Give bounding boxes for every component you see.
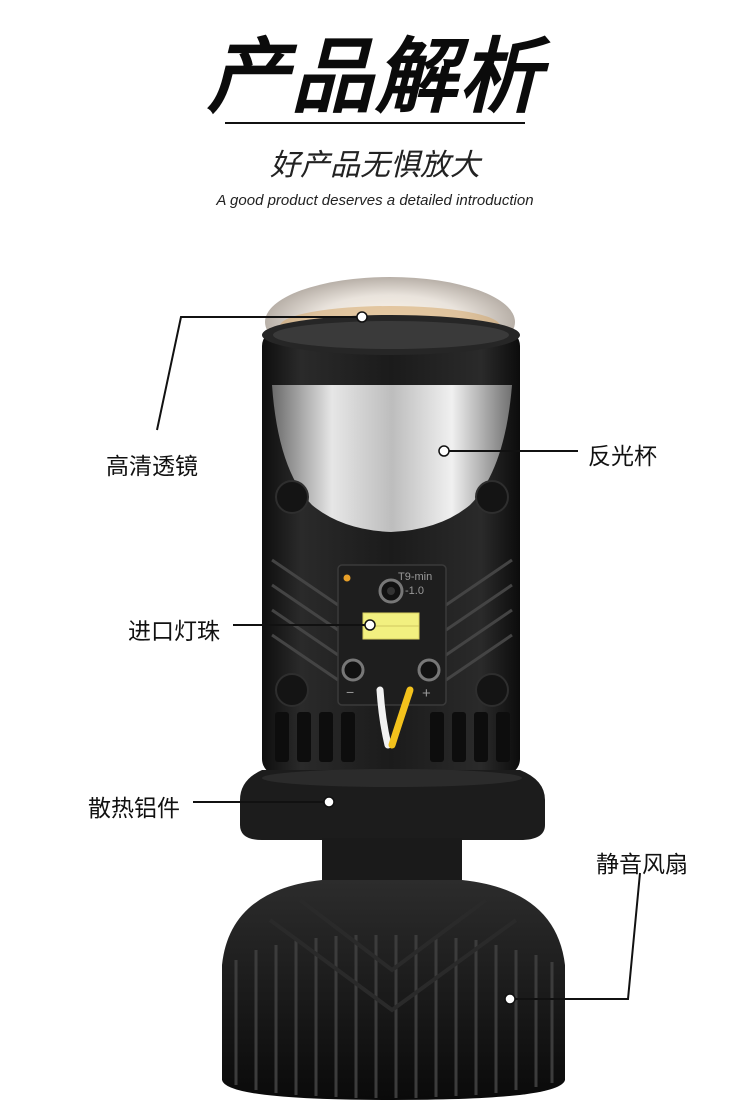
chip-plus-text: + [422, 685, 431, 702]
page-subtitle: 好产品无惧放大 [270, 148, 480, 183]
callout-reflector-label: 反光杯 [588, 444, 657, 470]
wires [376, 686, 414, 749]
callout-led-dot [364, 619, 376, 631]
callout-led-label: 进口灯珠 [128, 619, 220, 645]
callout-lens-dot [356, 311, 368, 323]
chip-version-text: -1.0 [405, 585, 424, 597]
grille-slots [275, 712, 510, 762]
chip-minus-text: − [346, 684, 354, 700]
callout-fan-leader [510, 872, 641, 1000]
callout-fan-label: 静音风扇 [596, 852, 688, 878]
housing-body [262, 315, 520, 775]
callout-heatsink-dot [323, 796, 335, 808]
reflector-cup [272, 385, 512, 532]
callout-fan-dot [504, 993, 516, 1005]
housing-bosses [275, 480, 509, 707]
callout-reflector-dot [438, 445, 450, 457]
page-tagline: A good product deserves a detailed intro… [216, 192, 534, 209]
page-title: 产品解析 [207, 30, 543, 125]
callout-lens-leader [156, 316, 362, 431]
fan-heatsink [222, 880, 565, 1100]
callout-lens-label: 高清透镜 [106, 454, 198, 480]
chip-model-text: T9-min [398, 571, 432, 583]
mounting-flange [240, 769, 545, 840]
callout-heatsink-label: 散热铝件 [88, 796, 180, 822]
title-divider [225, 122, 525, 124]
housing-ridges [271, 558, 513, 682]
led-board [337, 564, 447, 706]
